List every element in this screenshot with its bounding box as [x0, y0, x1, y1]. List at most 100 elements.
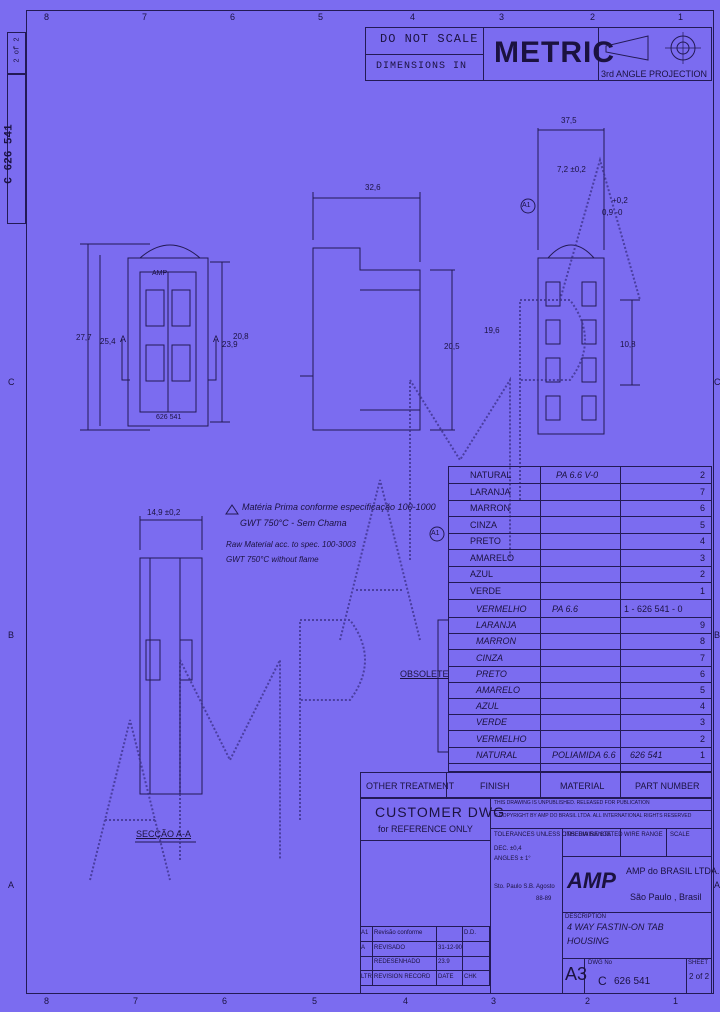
zone-a: A	[8, 880, 15, 890]
obsolete-row-line	[448, 746, 712, 748]
col-part-number: PART NUMBER	[635, 781, 700, 791]
obsolete-row-dash: 9	[700, 620, 706, 631]
obsolete-row-color: NATURAL	[476, 749, 518, 760]
table-row-color: AMARELO	[470, 552, 515, 563]
dim-h6: 19,6	[484, 326, 500, 335]
angles-tolerance: ANGLES ± 1°	[494, 856, 531, 862]
tolerances-label: TOLERANCES UNLESS OTHERWISE STATED	[494, 832, 623, 838]
obsolete-row-line	[448, 762, 712, 764]
obsolete-row-line	[448, 633, 712, 635]
note-line-3: Raw Material acc. to spec. 100-3003	[226, 540, 356, 549]
obsolete-row-line	[448, 714, 712, 716]
note-line-4: GWT 750°C without flame	[226, 555, 319, 564]
zone-5: 5	[318, 12, 324, 22]
obsolete-row-color: AZUL	[476, 701, 500, 712]
obsolete-row-color: VERMELHO	[476, 604, 527, 614]
wire-range-label: WIRE RANGE	[624, 832, 663, 838]
dim-h2: 25,4	[100, 337, 116, 346]
zone-3-bottom: 3	[491, 996, 497, 1006]
description-text: 4 WAY FASTIN-ON TAB HOUSING	[567, 922, 664, 946]
dwg-no-prefix: C	[598, 974, 607, 988]
revision-ltr: LTR	[361, 973, 372, 980]
obsolete-row-color: LARANJA	[476, 620, 517, 631]
dim-d3: 0,9 -0	[602, 208, 623, 217]
obsolete-row-color: VERDE	[476, 717, 508, 728]
sheet-label: SHEET	[688, 960, 709, 966]
dim-h7: 10,8	[620, 340, 636, 349]
table-row-line	[448, 516, 712, 517]
table-row-dash: 5	[700, 519, 706, 530]
dwg-no-value: 626 541	[614, 976, 651, 987]
amp-logo: AMP	[567, 868, 616, 893]
zone-4-bottom: 4	[403, 996, 409, 1006]
zone-a-right: A	[714, 880, 720, 890]
scale-label: SCALE	[670, 832, 690, 838]
dim-h3: 20,8	[233, 332, 249, 341]
dim-side-width: 32,6	[365, 183, 381, 192]
table-row-line	[448, 582, 712, 583]
obsolete-row-color: PRETO	[476, 668, 507, 679]
zone-7-bottom: 7	[133, 996, 139, 1006]
revision-desc: Revisão conforme	[374, 930, 423, 936]
obsolete-row-line	[448, 665, 712, 667]
revision-ltr: A1	[361, 930, 369, 936]
dim-h1: 27,7	[76, 333, 92, 342]
company-name: AMP do BRASIL LTDA.	[626, 866, 720, 876]
table-row-line	[448, 549, 712, 550]
dim-w8: 14,9 ±0,2	[147, 508, 181, 517]
dimensions-in-label: DIMENSIONS IN	[376, 61, 468, 72]
zone-8-bottom: 8	[44, 996, 50, 1006]
revision-date: DATE	[438, 973, 454, 980]
table-row-dash: 2	[700, 569, 706, 579]
do-not-scale-label: DO NOT SCALE	[380, 32, 479, 46]
obsolete-row-line	[448, 681, 712, 683]
obsolete-row-color: AMARELO	[476, 685, 521, 695]
table-row-dash: 4	[700, 536, 706, 546]
note-a1-ref: A1	[431, 530, 440, 537]
table-row-dash: 1	[700, 585, 706, 596]
table-row-color: MARRON	[470, 503, 510, 513]
description-label: DESCRIPTION	[565, 914, 607, 920]
projection-label: 3rd ANGLE PROJECTION	[601, 69, 708, 79]
zone-b-right: B	[714, 630, 720, 640]
part-mark: 626 541	[156, 414, 182, 421]
revision-row-line	[360, 955, 490, 957]
zone-c-right: C	[714, 377, 720, 387]
zone-1-bottom: 1	[673, 996, 679, 1006]
zone-2-bottom: 2	[585, 996, 591, 1006]
table-row-dash: 2	[700, 470, 706, 480]
table-row-color: NATURAL	[470, 470, 512, 480]
obsolete-row-line	[448, 730, 712, 732]
table-row-line	[448, 532, 712, 534]
obsolete-row-line	[448, 617, 712, 618]
obsolete-row-material: POLIAMIDA 6.6	[552, 749, 616, 760]
obsolete-label: OBSOLETE	[400, 669, 449, 679]
dim-d1: 7,2 ±0,2	[557, 165, 586, 174]
company-city: São Paulo , Brasil	[630, 892, 702, 902]
year-label: 88-89	[536, 896, 552, 902]
metric-label: METRIC	[494, 36, 615, 69]
dim-top-width: 37,5	[561, 116, 577, 125]
dim-h5: 20,5	[444, 342, 460, 351]
sheet-value: 2 of 2	[689, 972, 710, 981]
revision-desc: REVISADO	[374, 944, 406, 951]
obsolete-row-dash: 1	[700, 749, 706, 760]
col-material: MATERIAL	[560, 781, 605, 791]
dwg-no-label: DWG No	[588, 960, 612, 966]
obsolete-row-material: PA 6.6	[552, 604, 579, 614]
amp-mark: AMP	[152, 270, 168, 277]
col-finish: FINISH	[480, 781, 510, 791]
section-mark-right: A	[213, 334, 220, 344]
zone-5-bottom: 5	[312, 996, 318, 1006]
obsolete-row-dash: 3	[700, 717, 706, 728]
zone-3: 3	[499, 12, 505, 22]
ins-dia-range-label: INS. DIA RANGE	[565, 832, 612, 838]
zone-7: 7	[142, 12, 148, 22]
copyright-note: © COPYRIGHT BY AMP DO BRASIL LTDA. ALL I…	[494, 813, 692, 819]
table-row-dash: 7	[700, 486, 706, 497]
zone-2: 2	[590, 12, 596, 22]
revision-desc: REDESENHADO	[374, 959, 421, 965]
customer-dwg-label: CUSTOMER DWG	[375, 804, 505, 820]
table-row-color: VERDE	[470, 585, 502, 596]
